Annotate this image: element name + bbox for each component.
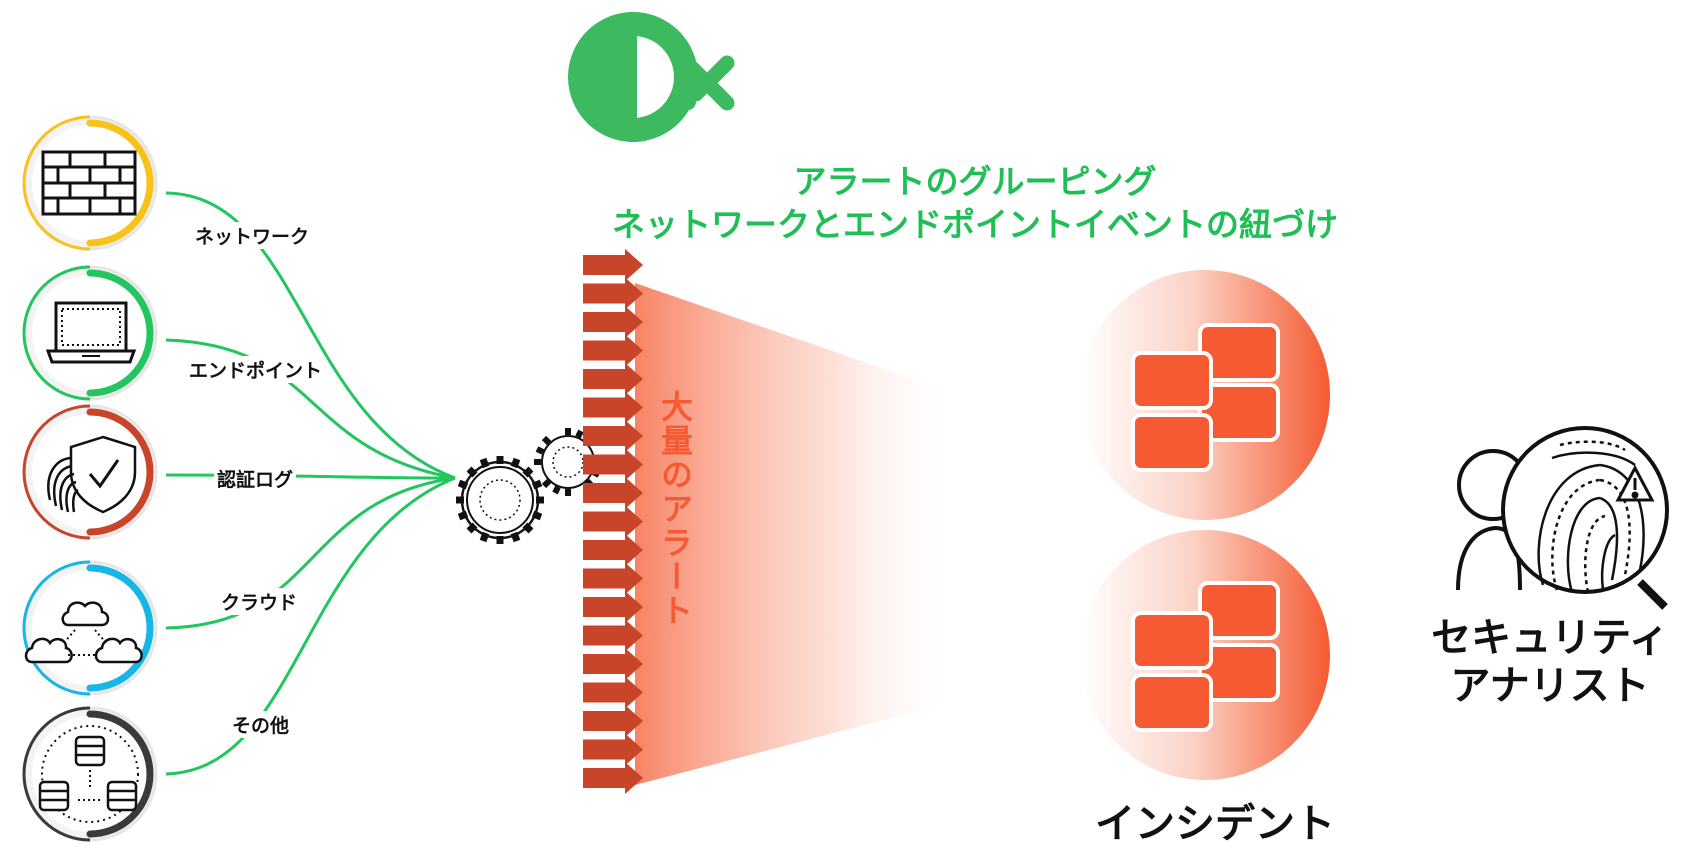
connector-endpoint (165, 338, 456, 480)
alert-arrow (583, 619, 643, 652)
brand-logo-icon (568, 12, 735, 142)
firewall-icon (41, 150, 137, 216)
alert-arrow (583, 391, 643, 424)
alert-arrow (583, 334, 643, 367)
source-label-auth: 認証ログ (214, 465, 297, 492)
source-connectors (165, 191, 456, 776)
analyst-label-line-2: アナリスト (1450, 663, 1650, 709)
source-cloud (22, 560, 158, 696)
alert-arrow (583, 477, 643, 509)
alert-arrow (583, 591, 643, 623)
source-label-endpoint: エンドポイント (186, 356, 326, 383)
alert-arrow (583, 733, 643, 766)
analyst-label-line-1: セキュリティ (1431, 615, 1669, 661)
connector-other (165, 476, 456, 776)
source-auth-log (22, 404, 158, 540)
connector-auth (165, 473, 456, 480)
title-line-1: アラートのグルーピング (793, 162, 1157, 201)
source-label-cloud: クラウド (218, 588, 301, 615)
source-endpoint (22, 265, 158, 401)
alert-arrow (583, 420, 643, 452)
source-network (22, 115, 158, 251)
laptop-icon (45, 301, 137, 364)
alert-arrow (583, 505, 643, 538)
source-other (22, 706, 158, 842)
alert-arrow (583, 534, 643, 566)
incidents-label: インシデント (1095, 801, 1335, 847)
alert-arrow (583, 562, 643, 595)
alerts-label: 大量のアラート (656, 390, 694, 628)
database-icon (38, 725, 139, 823)
alert-arrow (583, 277, 643, 310)
alert-arrow (583, 676, 643, 709)
cloud-icon (24, 601, 143, 664)
alert-funnel (635, 283, 960, 785)
alert-arrow (583, 249, 643, 281)
incident-group-2 (1080, 530, 1330, 780)
alert-arrow (583, 306, 643, 338)
alert-arrow (583, 648, 643, 680)
alert-arrow (583, 705, 643, 737)
connector-cloud (165, 476, 456, 630)
alert-arrow (583, 363, 643, 395)
title-line-2: ネットワークとエンドポイントイベントの紐づけ (612, 205, 1338, 244)
connector-network (165, 191, 456, 480)
alert-arrow (583, 762, 643, 794)
security-analyst-icon (1456, 426, 1669, 610)
alert-arrow (583, 448, 643, 481)
alert-arrows (583, 249, 643, 794)
source-label-other: その他 (229, 711, 293, 738)
gear-icon (456, 456, 544, 544)
incident-group-1 (1080, 270, 1330, 520)
source-label-network: ネットワーク (192, 222, 313, 249)
fingerprint-shield-icon (47, 435, 137, 514)
